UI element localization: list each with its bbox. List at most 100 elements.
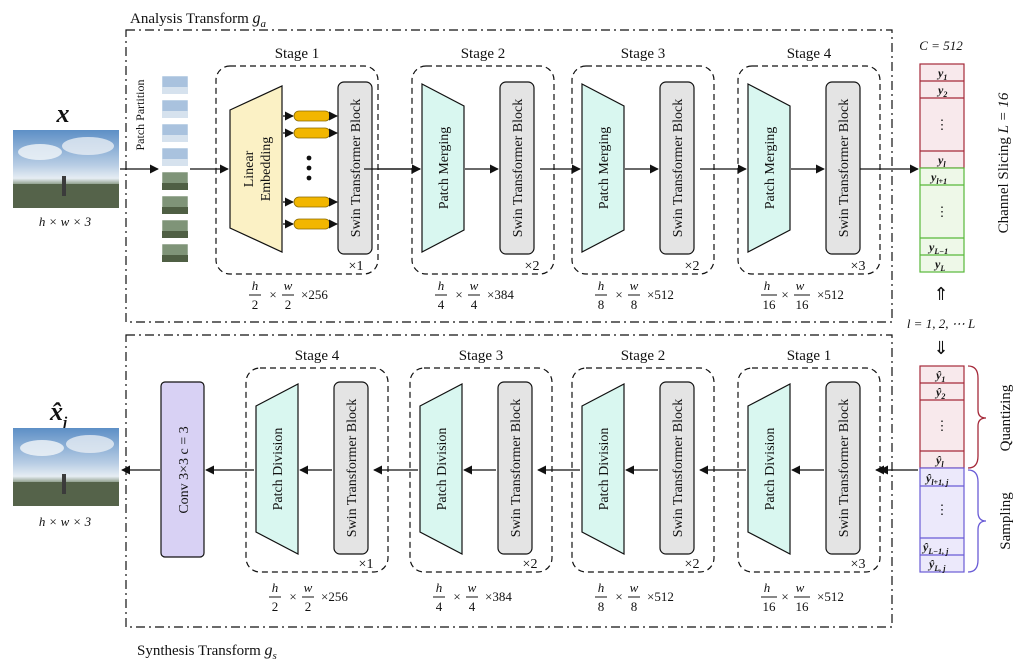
patch-division-label: Patch Division (597, 428, 612, 511)
latent-column (919, 63, 965, 273)
decoder-repeat: ×1 (359, 557, 374, 572)
svg-text:h: h (438, 278, 445, 293)
sample-yL1: ŷL−1, j (921, 540, 949, 556)
decoder-swin-block (333, 381, 369, 555)
decoder-size: h 8 × w 8 ×512 (595, 580, 674, 614)
decoder-swin-block-label: Swin Transformer Block (509, 399, 524, 537)
svg-text:w: w (468, 580, 477, 595)
svg-text:w: w (630, 278, 639, 293)
decoder-size: h16×w16×512 (761, 580, 844, 614)
decoder-swin-block (825, 381, 861, 555)
decoder-repeat: ×3 (851, 557, 866, 572)
decoder-swin-block-label: Swin Transformer Block (671, 399, 686, 537)
patch-division (419, 383, 463, 555)
decoder-swin-block-label: Swin Transformer Block (837, 399, 852, 537)
encoder-size: h8×w8×512 (595, 278, 674, 312)
encoder-stage-title: Stage 1 (275, 46, 320, 62)
encoder-swin-block-label: Swin Transformer Block (349, 99, 364, 237)
quant-y1: ŷ1 (934, 368, 945, 384)
decoder-stage-title: Stage 1 (787, 348, 832, 364)
svg-text:h: h (764, 580, 771, 595)
encoder-repeat: ×2 (525, 259, 540, 274)
svg-text:4: 4 (436, 599, 443, 614)
channel-slicing-label: Channel Slicing L = 16 (996, 92, 1012, 233)
svg-text:h: h (764, 278, 771, 293)
svg-text:4: 4 (469, 599, 476, 614)
patch-partition-label: Patch Partition (133, 80, 147, 151)
token (293, 196, 331, 208)
latent-y1: y1 (936, 66, 947, 82)
analysis-title: Analysis Transform ga (130, 10, 267, 30)
sampling-label: Sampling (998, 492, 1014, 550)
token (293, 127, 331, 139)
svg-text:4: 4 (438, 297, 445, 312)
sample-yL: ŷL, j (927, 557, 946, 573)
token-ellipsis-dot (306, 165, 312, 171)
decoder-size: h2×w2×256 (269, 580, 348, 614)
patch-tiles (161, 75, 189, 263)
decoder-repeat: ×2 (685, 557, 700, 572)
encoder-swin-block (499, 81, 535, 255)
sampling-brace (967, 469, 987, 573)
svg-text:8: 8 (631, 599, 638, 614)
svg-text:h: h (252, 278, 259, 293)
conv-block (160, 381, 205, 558)
svg-text:h: h (436, 580, 443, 595)
output-image (13, 428, 119, 506)
quant-dots: ⋮ (936, 418, 949, 433)
latent-dots-1: ⋮ (936, 117, 949, 132)
svg-text:8: 8 (631, 297, 638, 312)
quantizing-label: Quantizing (998, 384, 1014, 451)
svg-text:h: h (598, 580, 605, 595)
svg-text:4: 4 (471, 297, 478, 312)
encoder-stage-box (571, 65, 715, 275)
encoder-size: h16×w16×512 (761, 278, 844, 312)
svg-text:×: × (455, 287, 462, 302)
svg-text:2: 2 (305, 599, 312, 614)
svg-text:2: 2 (285, 297, 292, 312)
token (293, 218, 331, 230)
svg-text:h: h (598, 278, 605, 293)
token (293, 110, 331, 122)
encoder-size: h2×w2×256 (249, 278, 328, 312)
svg-text:×: × (615, 287, 622, 302)
latent-dots-2: ⋮ (936, 204, 949, 219)
decoder-repeat: ×2 (523, 557, 538, 572)
encoder-swin-block-label: Swin Transformer Block (671, 99, 686, 237)
patch-division-label: Patch Division (435, 428, 450, 511)
sample-yl1: ŷl+1, j (924, 471, 949, 487)
sample-dots: ⋮ (936, 502, 949, 517)
decoder-stage-title: Stage 2 (621, 348, 666, 364)
svg-text:w: w (630, 580, 639, 595)
svg-text:×256: ×256 (321, 589, 348, 604)
patch-division (581, 383, 625, 555)
svg-text:×512: ×512 (817, 287, 844, 302)
latent-yL1: yL−1 (927, 240, 948, 256)
encoder-stage-box (737, 65, 881, 275)
quantizing-brace (967, 365, 987, 469)
svg-text:×: × (615, 589, 622, 604)
svg-text:×: × (781, 589, 788, 604)
encoder-stage-box (215, 65, 379, 275)
decoder-swin-block-label: Swin Transformer Block (345, 399, 360, 537)
token-ellipsis-dot (306, 155, 312, 161)
svg-text:8: 8 (598, 599, 605, 614)
encoder-swin-block (825, 81, 861, 255)
svg-text:16: 16 (763, 297, 777, 312)
svg-text:×512: ×512 (647, 287, 674, 302)
svg-text:×256: ×256 (301, 287, 328, 302)
latent-y2: y2 (936, 83, 947, 99)
patch-division (255, 383, 299, 555)
quant-yl: ŷl (934, 453, 944, 469)
svg-text:w: w (796, 580, 805, 595)
decoder-size: h4×w4×384 (433, 580, 512, 614)
input-dims: h × w × 3 (39, 214, 92, 229)
svg-text:×512: ×512 (817, 589, 844, 604)
encoder-size: h4×w4×384 (435, 278, 514, 312)
svg-text:2: 2 (272, 599, 279, 614)
svg-text:×512: ×512 (647, 589, 674, 604)
input-image (13, 130, 119, 208)
arrow-down-symbol: ⇓ (933, 338, 948, 358)
loop-label: l = 1, 2, ⋯ L (907, 316, 975, 331)
